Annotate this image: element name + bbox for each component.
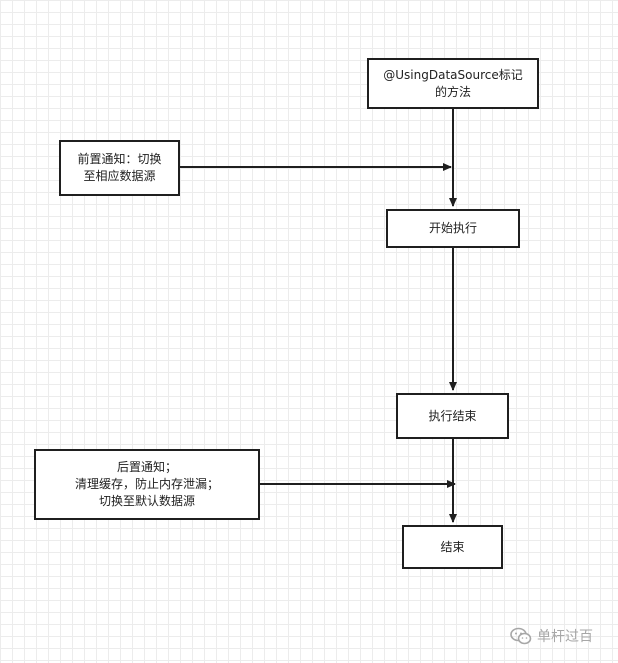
wechat-icon: [510, 627, 532, 645]
node-end: 结束: [402, 525, 503, 569]
watermark: 单杆过百: [510, 626, 593, 646]
node-end-execution: 执行结束: [396, 393, 509, 439]
node-post-notification: 后置通知； 清理缓存，防止内存泄漏； 切换至默认数据源: [34, 449, 260, 520]
node-start-execution: 开始执行: [386, 209, 520, 248]
node-pre-notification: 前置通知：切换 至相应数据源: [59, 140, 180, 196]
watermark-text: 单杆过百: [537, 629, 593, 645]
node-annotated-method: @UsingDataSource标记 的方法: [367, 58, 539, 109]
